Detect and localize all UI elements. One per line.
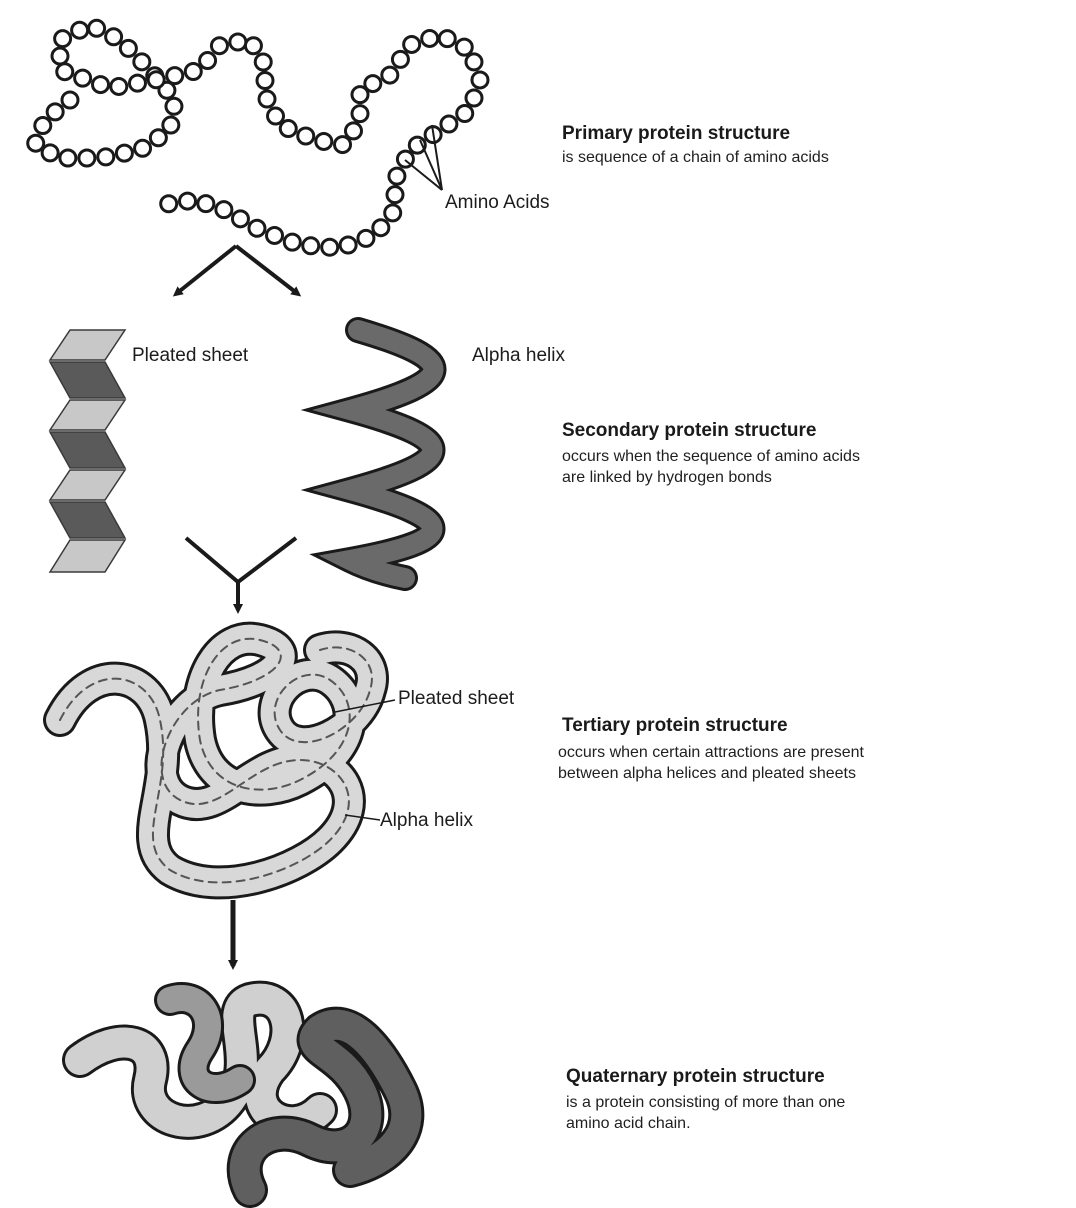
amino-acids-label: Amino Acids [445,192,550,214]
amino-acid-bead [60,150,76,166]
amino-acid-bead [387,187,403,203]
amino-acid-bead [129,75,145,91]
amino-acid-chain [28,20,488,255]
amino-acid-bead [457,106,473,122]
amino-acid-bead [284,234,300,250]
amino-acid-bead [303,238,319,254]
amino-acid-bead [135,140,151,156]
amino-acid-bead [249,220,265,236]
amino-acid-bead [75,70,91,86]
amino-acid-bead [466,90,482,106]
amino-acid-bead [335,137,351,153]
amino-acid-bead [166,98,182,114]
amino-acid-bead [52,48,68,64]
amino-acid-bead [358,230,374,246]
tertiary-structure-icon [60,639,372,883]
amino-acid-bead [232,211,248,227]
amino-acid-bead [257,73,273,89]
amino-acid-bead [62,92,78,108]
split-arrows [176,246,298,294]
amino-acid-bead [352,106,368,122]
amino-acid-bead [245,38,261,54]
amino-acid-bead [200,53,216,69]
amino-acid-bead [322,239,338,255]
amino-acid-bead [404,36,420,52]
amino-acid-bead [389,168,405,184]
amino-acid-bead [259,91,275,107]
secondary-desc-line: are linked by hydrogen bonds [562,467,860,488]
amino-acid-bead [268,108,284,124]
amino-acid-bead [47,104,63,120]
amino-acid-bead [98,149,114,165]
tertiary-desc-line: between alpha helices and pleated sheets [558,763,864,784]
amino-acid-bead [345,123,361,139]
primary-desc-line: is sequence of a chain of amino acids [562,147,829,168]
amino-acid-bead [316,133,332,149]
pleated-sheet-icon [50,330,125,572]
primary-title: Primary protein structure [562,123,790,145]
amino-acid-bead [106,29,122,45]
quaternary-structure-icon [80,998,406,1190]
secondary-alpha-helix-label: Alpha helix [472,345,565,367]
amino-acid-bead [441,116,457,132]
amino-acid-bead [55,31,71,47]
tertiary-description: occurs when certain attractions are pres… [558,742,864,784]
amino-acid-bead [472,72,488,88]
merge-arrows [186,538,296,610]
amino-acid-bead [230,34,246,50]
amino-acid-bead [216,202,232,218]
amino-acid-bead [79,150,95,166]
amino-acid-bead [198,196,214,212]
amino-acid-bead [211,38,227,54]
secondary-desc-line: occurs when the sequence of amino acids [562,446,860,467]
amino-acid-bead [93,77,109,93]
quaternary-desc-line: is a protein consisting of more than one [566,1092,845,1113]
secondary-title: Secondary protein structure [562,420,816,442]
amino-acid-bead [35,118,51,134]
amino-acid-bead [392,51,408,67]
amino-acid-bead [180,193,196,209]
amino-acid-bead [422,30,438,46]
tertiary-pleated-sheet-label: Pleated sheet [398,688,514,710]
amino-acid-bead [267,227,283,243]
amino-acid-bead [42,145,58,161]
amino-acid-bead [385,205,401,221]
amino-acid-bead [298,128,314,144]
amino-acid-bead [120,40,136,56]
quaternary-description: is a protein consisting of more than one… [566,1092,845,1134]
amino-acid-bead [365,76,381,92]
amino-acid-bead [340,237,356,253]
quaternary-desc-line: amino acid chain. [566,1113,845,1134]
amino-acid-bead [439,31,455,47]
amino-acid-bead [28,135,44,151]
amino-acid-bead [150,130,166,146]
primary-description: is sequence of a chain of amino acids [562,147,829,168]
tertiary-desc-line: occurs when certain attractions are pres… [558,742,864,763]
secondary-pleated-sheet-label: Pleated sheet [132,345,248,367]
amino-acid-bead [167,68,183,84]
quaternary-title: Quaternary protein structure [566,1066,825,1088]
alpha-helix-icon [350,330,434,578]
amino-acid-bead [280,121,296,137]
amino-acid-bead [382,67,398,83]
amino-acid-bead [72,22,88,38]
amino-acid-bead [255,54,271,70]
amino-acid-bead [89,20,105,36]
amino-acid-bead [116,145,132,161]
amino-acid-bead [161,196,177,212]
amino-acid-bead [466,54,482,70]
amino-acid-bead [148,72,164,88]
amino-acid-bead [57,64,73,80]
amino-acid-bead [456,39,472,55]
amino-acid-bead [185,63,201,79]
amino-acid-bead [373,220,389,236]
secondary-description: occurs when the sequence of amino acids … [562,446,860,488]
amino-acid-bead [163,117,179,133]
tertiary-title: Tertiary protein structure [562,715,788,737]
amino-acid-bead [134,54,150,70]
amino-acid-bead [111,78,127,94]
tertiary-alpha-helix-label: Alpha helix [380,810,473,832]
